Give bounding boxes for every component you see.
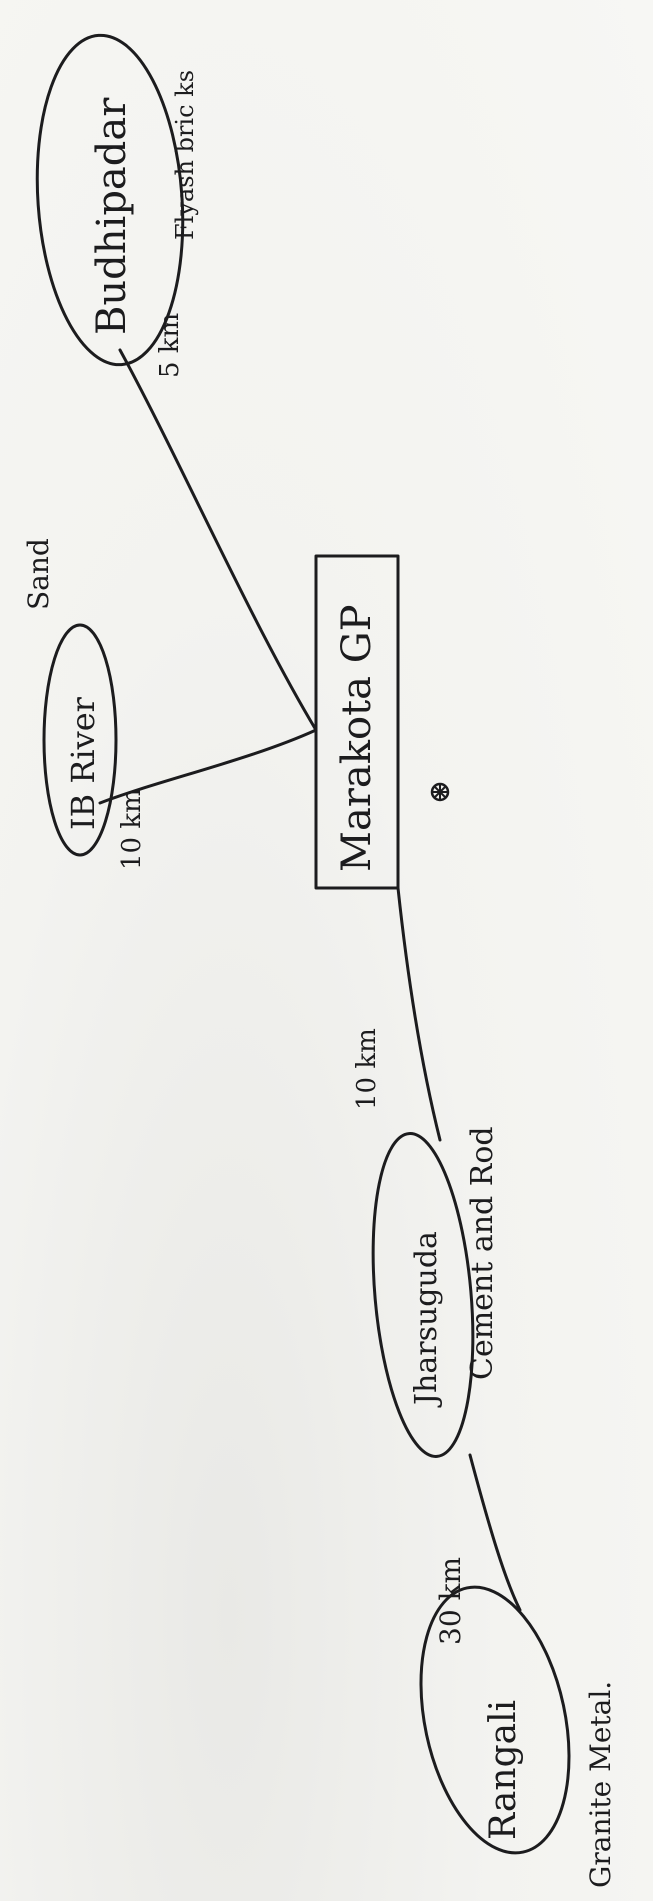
node-jharsuguda: Jharsuguda Cement and Rod 10 km xyxy=(352,1028,500,1458)
node-ib-river: IB River Sand 10 km xyxy=(22,538,147,870)
link-jharsuguda-rangali xyxy=(468,1453,522,1612)
node-rangali-label: Rangali xyxy=(483,1700,524,1840)
node-jharsuguda-ellipse xyxy=(371,1132,475,1458)
node-budhipadar-label: Budhipadar xyxy=(89,97,135,335)
link-gp-jharsuguda xyxy=(396,886,442,1142)
node-rangali-ellipse xyxy=(419,1585,571,1855)
node-rangali-distance: 30 km xyxy=(434,1557,467,1645)
gp-marker-icon xyxy=(430,782,450,802)
node-ib-river-material: Sand xyxy=(22,538,55,610)
node-budhipadar-ellipse xyxy=(35,33,185,367)
node-marakota-gp-label: Marakota GP xyxy=(334,604,380,872)
node-jharsuguda-material: Cement and Rod xyxy=(465,1126,500,1380)
node-budhipadar: Budhipadar Flyash bric ks 5 km xyxy=(35,33,199,378)
node-rangali: Rangali Granite Metal. 30 km xyxy=(419,1557,617,1888)
node-ib-river-ellipse xyxy=(42,623,118,857)
link-gp-ibriver xyxy=(98,728,318,805)
node-budhipadar-distance: 5 km xyxy=(155,313,185,378)
node-ib-river-label: IB River xyxy=(64,696,102,830)
node-marakota-gp-box xyxy=(314,554,400,890)
node-budhipadar-material: Flyash bric ks xyxy=(171,70,199,240)
node-marakota-gp: Marakota GP xyxy=(314,554,450,890)
node-ib-river-distance: 10 km xyxy=(117,788,147,870)
node-jharsuguda-distance: 10 km xyxy=(352,1028,382,1110)
node-rangali-material: Granite Metal. xyxy=(584,1681,617,1888)
link-gp-budhipadar xyxy=(118,348,318,732)
node-jharsuguda-label: Jharsuguda xyxy=(409,1231,444,1408)
